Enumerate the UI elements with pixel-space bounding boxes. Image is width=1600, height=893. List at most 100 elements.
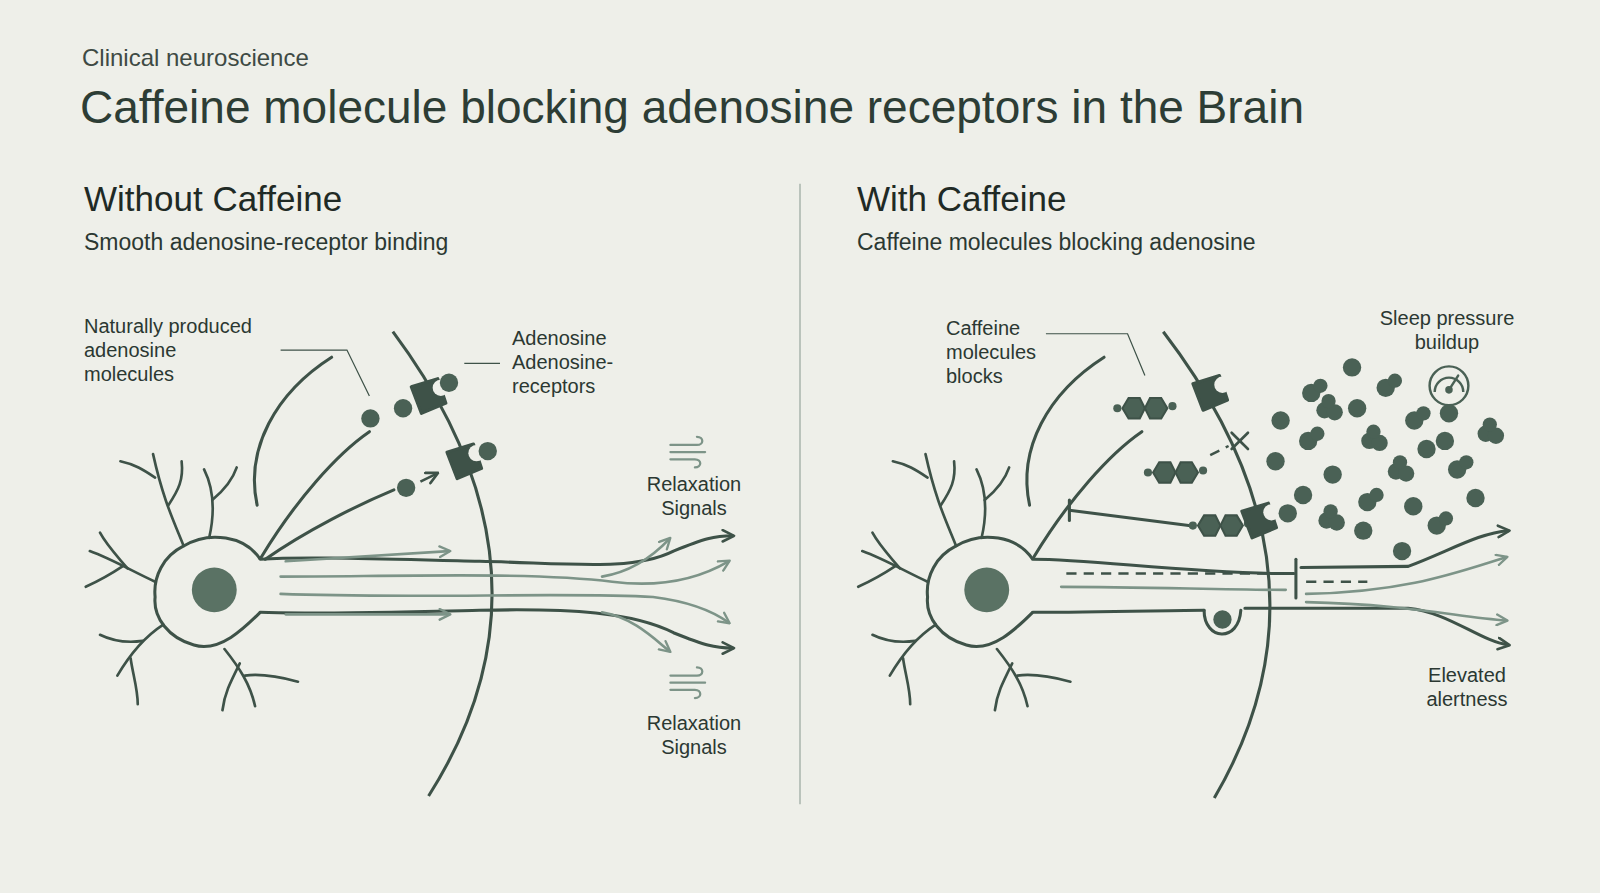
adenosine-cluster-part: [1299, 427, 1325, 450]
leader-line-part: [464, 363, 500, 364]
wind-icon-part: [670, 667, 705, 698]
adenosine-cluster-part: [1266, 452, 1284, 470]
neuron-left-part-part: [261, 432, 369, 558]
neuron-right-part-part: [1034, 432, 1142, 558]
receptor-binding-left: [361, 374, 497, 497]
adenosine-cluster-part: [1417, 440, 1435, 458]
neuron-right-part-part: [1069, 510, 1188, 525]
receptor-binding-left-part: [394, 399, 412, 417]
panel-heading: With Caffeine: [857, 178, 1457, 220]
neuron-left-part-part: [260, 536, 732, 565]
neuron-right-part-part: [1061, 587, 1285, 590]
gauge-icon-part: [1430, 366, 1469, 405]
panel-subtitle: Caffeine molecules blocking adenosine: [857, 229, 1457, 257]
callout-label: Caffeine molecules blocks: [946, 316, 1056, 388]
adenosine-cluster-part: [1343, 358, 1361, 376]
caffeine-blocking-part: [1242, 503, 1280, 538]
adenosine-cluster-part: [1361, 425, 1388, 452]
neuron-left-part-part: [602, 612, 669, 651]
receptor-binding-left-part: [361, 409, 379, 427]
caffeine-blocking-part: [1193, 376, 1231, 411]
neuron-left-part-part: [265, 490, 394, 559]
adenosine-cluster-part: [1388, 455, 1415, 482]
neuron-right-part: [1213, 610, 1231, 628]
wind-icon-part: [670, 437, 705, 468]
caffeine-blocking-part: [1189, 515, 1252, 535]
neuron-left-part-part: [281, 594, 729, 623]
neuron-left-part-part: [286, 551, 449, 561]
receptor-binding-left-part: [440, 374, 458, 392]
adenosine-cluster-part: [1428, 511, 1454, 534]
adenosine-cluster-part: [1354, 522, 1372, 540]
panel-divider: [799, 184, 800, 804]
caffeine-blocking-part: [1144, 462, 1207, 482]
receptor-binding-left-part: [479, 442, 497, 460]
neuron-right-part-part: [1306, 602, 1506, 620]
adenosine-cluster-part: [1393, 542, 1411, 560]
neuron-left-part: [254, 357, 732, 648]
adenosine-cluster-part: [1440, 404, 1458, 422]
neuron-right: [858, 332, 1508, 798]
neuron-left-part: [281, 539, 729, 651]
callout-label: Sleep pressure buildup: [1372, 306, 1522, 354]
neuron-right-part-part: [1245, 608, 1508, 645]
neuron-right-part-part: [1232, 433, 1248, 449]
neuron-right-part-part: [1210, 446, 1228, 455]
kicker-label: Clinical neuroscience: [82, 44, 582, 73]
diagram-title: Caffeine molecule blocking adenosine rec…: [80, 80, 1304, 135]
neuron-right-part-part: [1204, 610, 1241, 634]
adenosine-cluster-part: [1404, 497, 1422, 515]
neuron-right-part: [1061, 557, 1506, 620]
caffeine-blocking-part: [1113, 398, 1176, 418]
leader-line-part: [1046, 334, 1145, 376]
neuron-right-part: [1163, 332, 1270, 798]
adenosine-cluster-part: [1358, 488, 1384, 511]
neuron-right-part: [858, 454, 1070, 710]
neuron-left: [86, 332, 733, 796]
neuron-left-part-part: [254, 357, 331, 505]
adenosine-cluster-part: [1448, 455, 1474, 478]
neuron-right-part-part: [1027, 357, 1104, 505]
adenosine-cluster-part: [1318, 504, 1345, 531]
neuron-left-part-part: [281, 561, 729, 583]
signal-label: Relaxation Signals: [634, 711, 754, 759]
caffeine-blocking: [1113, 376, 1279, 538]
adenosine-cluster-part: [1348, 399, 1366, 417]
adenosine-cluster-part: [1316, 394, 1343, 421]
neuron-left-part: [86, 454, 298, 710]
panel-divider-part: [799, 184, 800, 804]
panel-subtitle: Smooth adenosine-receptor binding: [84, 229, 684, 257]
adenosine-cluster-part: [1436, 432, 1454, 450]
adenosine-cluster-part: [1377, 374, 1403, 397]
leader-line-part: [281, 350, 370, 396]
neuron-left-part: [393, 332, 492, 796]
neuron-left-part-part: [602, 539, 669, 577]
adenosine-cluster-part: [1271, 411, 1289, 429]
callout-label: Adenosine Adenosine- receptors: [512, 326, 630, 398]
neuron-right-part-part: [1294, 559, 1297, 598]
neuron-right-part-part: [1232, 433, 1248, 449]
panel-heading: Without Caffeine: [84, 178, 684, 220]
gauge-icon-part: [1446, 387, 1451, 392]
neuron-right-part-part: [1306, 580, 1367, 582]
neuron-right-part: [1066, 446, 1367, 582]
adenosine-cluster-part: [1478, 417, 1505, 444]
adenosine-cluster-part: [1466, 489, 1484, 507]
receptor-binding-left-part: [420, 474, 436, 482]
receptor-binding-left-part: [397, 479, 415, 497]
neuron-right-part-part: [1033, 559, 1294, 573]
adenosine-cluster: [1266, 358, 1504, 560]
adenosine-cluster-part: [1405, 406, 1431, 429]
gauge-icon: [1430, 366, 1469, 405]
adenosine-cluster-part: [1323, 465, 1341, 483]
neuron-left-part-part: [286, 613, 449, 616]
adenosine-cluster-part: [1279, 504, 1297, 522]
signal-label: Elevated alertness: [1412, 663, 1522, 711]
neuron-right-part: [1027, 357, 1508, 645]
neuron-right-part-part: [1033, 610, 1204, 612]
neuron-right-part: [1232, 433, 1248, 449]
signal-label: Relaxation Signals: [634, 472, 754, 520]
neuron-right-part-part: [1301, 531, 1508, 568]
